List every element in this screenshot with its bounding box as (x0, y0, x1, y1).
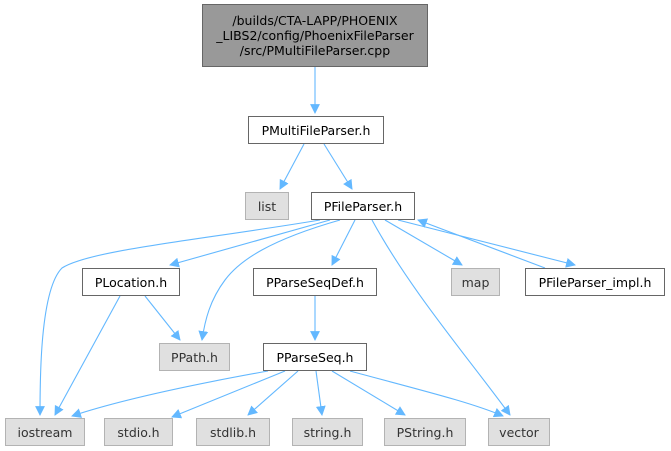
node-stdlib-h[interactable]: stdlib.h (196, 418, 270, 446)
node-root-file[interactable]: /builds/CTA-LAPP/PHOENIX _LIBS2/config/P… (202, 4, 428, 67)
edge-pparseseq-to-vector (349, 370, 504, 418)
node-pparseseq-h[interactable]: PParseSeq.h (263, 343, 367, 371)
edge-plocation-to-iostream (54, 295, 121, 416)
node-pparseseqdef-h[interactable]: PParseSeqDef.h (253, 268, 377, 296)
edge-pmultifileparser-to-pfileparser (323, 143, 353, 190)
node-list[interactable]: list (245, 192, 289, 220)
node-string-h[interactable]: string.h (292, 418, 363, 446)
edge-pfileparser-to-iostream (35, 219, 321, 416)
node-pfileparser-impl-h[interactable]: PFileParser_impl.h (525, 268, 665, 296)
node-map[interactable]: map (451, 268, 500, 296)
edge-pfileparser-to-pparseseqdef (331, 219, 356, 266)
node-pfileparser-h[interactable]: PFileParser.h (311, 192, 415, 220)
edge-pparseseq-to-iostream (71, 370, 269, 418)
edge-pfileparser-to-plocation (169, 219, 331, 268)
node-vector[interactable]: vector (488, 418, 550, 446)
edges-layer (35, 67, 576, 419)
edge-pparseseq-to-stdlib (247, 370, 299, 416)
node-iostream[interactable]: iostream (5, 418, 85, 446)
edge-pmultifileparser-to-list (279, 143, 305, 190)
edge-pfileparser-to-ppath (198, 219, 341, 341)
edge-plocation-to-ppath (144, 295, 181, 341)
node-plocation-h[interactable]: PLocation.h (82, 268, 180, 296)
edge-pfileparser-to-vector (371, 219, 511, 416)
node-pstring-h[interactable]: PString.h (384, 418, 466, 446)
edge-pparseseq-to-stdio (171, 370, 286, 419)
edge-pfileparser-to-map (384, 219, 463, 266)
node-stdio-h[interactable]: stdio.h (104, 418, 173, 446)
node-pmultifileparser-h[interactable]: PMultiFileParser.h (248, 116, 384, 144)
node-ppath-h[interactable]: PPath.h (159, 343, 230, 371)
edge-pparseseq-to-pstring (331, 370, 406, 416)
edge-impl-to-pfileparser (417, 218, 546, 269)
edge-pparseseq-to-string (315, 370, 326, 416)
